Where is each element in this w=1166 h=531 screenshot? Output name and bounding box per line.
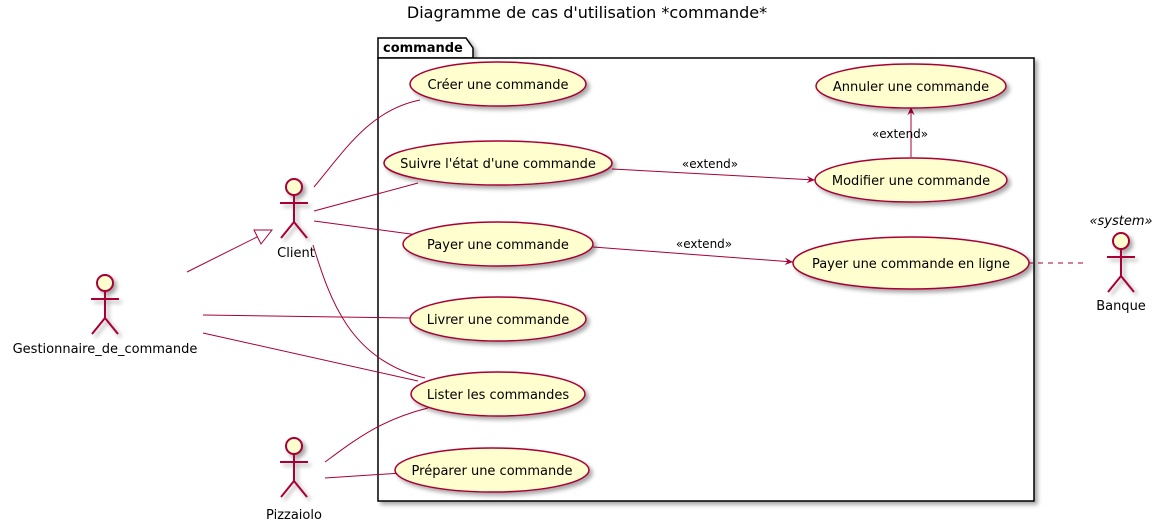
use-cases: Créer une commande Suivre l'état d'une c… bbox=[383, 61, 1030, 493]
actor-gestionnaire[interactable]: Gestionnaire_de_commande bbox=[13, 274, 198, 357]
use-case-livrer-label: Livrer une commande bbox=[427, 313, 570, 328]
use-case-modifier-label: Modifier une commande bbox=[832, 174, 990, 189]
use-case-preparer[interactable]: Préparer une commande bbox=[394, 447, 590, 493]
actor-client-label: Client bbox=[277, 246, 315, 261]
use-case-payer-en-ligne-label: Payer une commande en ligne bbox=[812, 257, 1010, 272]
actor-pizzaiolo-label: Pizzaiolo bbox=[266, 508, 322, 523]
assoc-client-lister bbox=[312, 244, 426, 379]
use-case-preparer-label: Préparer une commande bbox=[412, 464, 573, 479]
use-case-annuler[interactable]: Annuler une commande bbox=[815, 63, 1007, 109]
use-case-payer-label: Payer une commande bbox=[427, 238, 569, 253]
extend-label-suivre-modifier: «extend» bbox=[682, 157, 738, 171]
assoc-pizzaiolo-preparer bbox=[324, 472, 403, 479]
assoc-pizzaiolo-lister bbox=[324, 407, 429, 463]
generalization-arrowhead bbox=[253, 229, 274, 245]
actor-banque-stereotype: «system» bbox=[1089, 214, 1152, 229]
use-case-modifier[interactable]: Modifier une commande bbox=[814, 157, 1008, 203]
assoc-client-payer bbox=[313, 220, 419, 236]
actor-gestionnaire-label: Gestionnaire_de_commande bbox=[13, 342, 198, 357]
actor-banque-label: Banque bbox=[1096, 299, 1146, 314]
assoc-gestionnaire-livrer bbox=[202, 314, 411, 319]
extend-suivre-modifier bbox=[611, 168, 816, 184]
use-case-lister-label: Lister les commandes bbox=[427, 388, 570, 403]
extend-label-payer-en-ligne: «extend» bbox=[676, 237, 732, 251]
use-case-suivre-label: Suivre l'état d'une commande bbox=[400, 157, 596, 172]
use-case-creer-label: Créer une commande bbox=[427, 78, 568, 93]
use-case-payer-en-ligne[interactable]: Payer une commande en ligne bbox=[792, 236, 1030, 290]
diagram-title: Diagramme de cas d'utilisation *commande… bbox=[407, 3, 767, 22]
actor-client[interactable]: Client bbox=[277, 178, 315, 261]
extend-arrows bbox=[592, 107, 915, 265]
actor-pizzaiolo[interactable]: Pizzaiolo bbox=[266, 437, 322, 523]
assoc-client-creer bbox=[313, 99, 421, 188]
use-case-livrer[interactable]: Livrer une commande bbox=[409, 296, 587, 342]
use-case-suivre[interactable]: Suivre l'état d'une commande bbox=[383, 140, 613, 186]
use-case-lister[interactable]: Lister les commandes bbox=[410, 371, 586, 417]
extend-payer-en-ligne bbox=[592, 246, 794, 265]
actor-banque[interactable]: «system» Banque bbox=[1089, 214, 1152, 314]
assoc-gestionnaire-lister bbox=[202, 332, 419, 382]
use-case-annuler-label: Annuler une commande bbox=[833, 80, 989, 95]
use-case-payer[interactable]: Payer une commande bbox=[402, 221, 594, 267]
association-lines bbox=[186, 99, 1085, 479]
assoc-client-suivre bbox=[313, 182, 419, 212]
generalization-gestionnaire-client bbox=[186, 236, 258, 273]
extend-label-modifier-annuler: «extend» bbox=[872, 127, 928, 141]
package-label: commande bbox=[383, 41, 463, 56]
use-case-creer[interactable]: Créer une commande bbox=[409, 61, 587, 107]
